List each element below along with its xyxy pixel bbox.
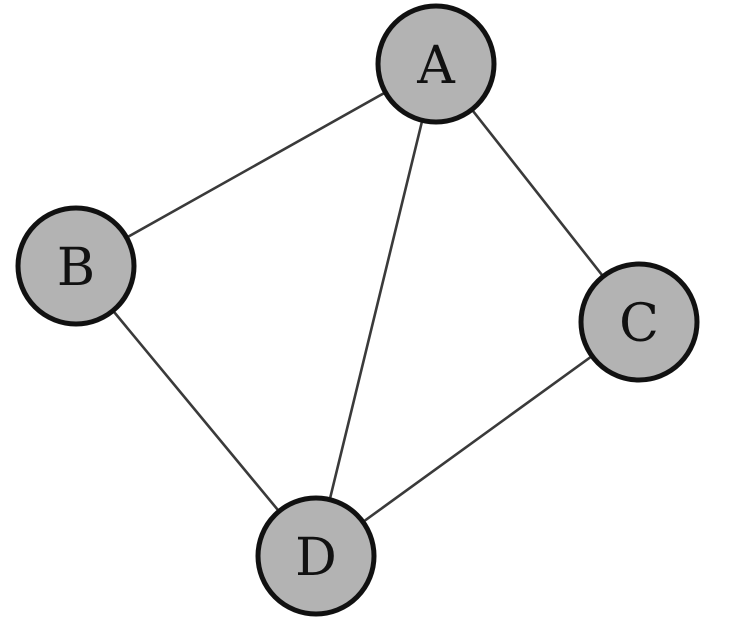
node-d: D bbox=[255, 495, 377, 617]
edge-c-d bbox=[314, 320, 641, 558]
node-circle-b bbox=[15, 205, 137, 327]
node-circle-c bbox=[578, 261, 700, 383]
node-label-a: A bbox=[416, 36, 456, 96]
node-label-b: B bbox=[57, 238, 95, 298]
node-label-c: C bbox=[619, 294, 659, 354]
node-b: B bbox=[15, 205, 137, 327]
node-a: A bbox=[375, 3, 497, 125]
edge-a-b bbox=[74, 62, 438, 268]
graph-edges bbox=[74, 62, 641, 558]
graph-nodes: A B C D bbox=[15, 3, 700, 617]
edge-b-d bbox=[74, 264, 318, 558]
node-circle-a bbox=[375, 3, 497, 125]
node-label-d: D bbox=[295, 528, 337, 588]
node-circle-d bbox=[255, 495, 377, 617]
node-c: C bbox=[578, 261, 700, 383]
edge-a-d bbox=[314, 62, 438, 558]
